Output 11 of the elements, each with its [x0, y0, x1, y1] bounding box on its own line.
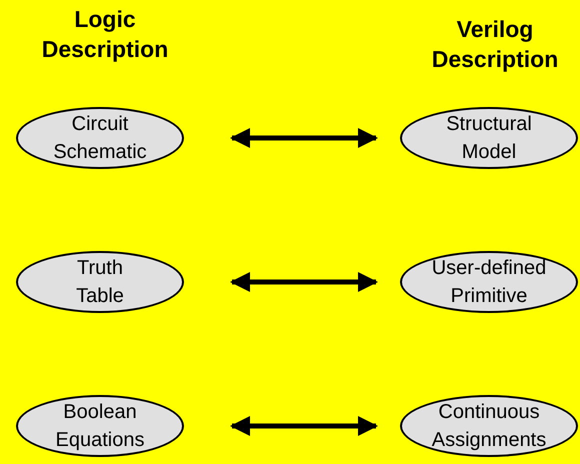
double-arrow: [230, 416, 378, 436]
column-heading: Logic Description: [40, 5, 170, 64]
double-arrow: [230, 272, 378, 292]
node-label: Circuit Schematic: [52, 112, 148, 165]
double-arrow: [230, 128, 378, 148]
node-label: Continuous Assignments: [430, 400, 548, 453]
node-label: Truth Table: [75, 256, 125, 309]
node-label: Boolean Equations: [54, 400, 146, 453]
node-label: Structural Model: [445, 112, 533, 165]
column-heading: Verilog Description: [430, 15, 560, 74]
node-label: User-defined Primitive: [430, 256, 548, 309]
